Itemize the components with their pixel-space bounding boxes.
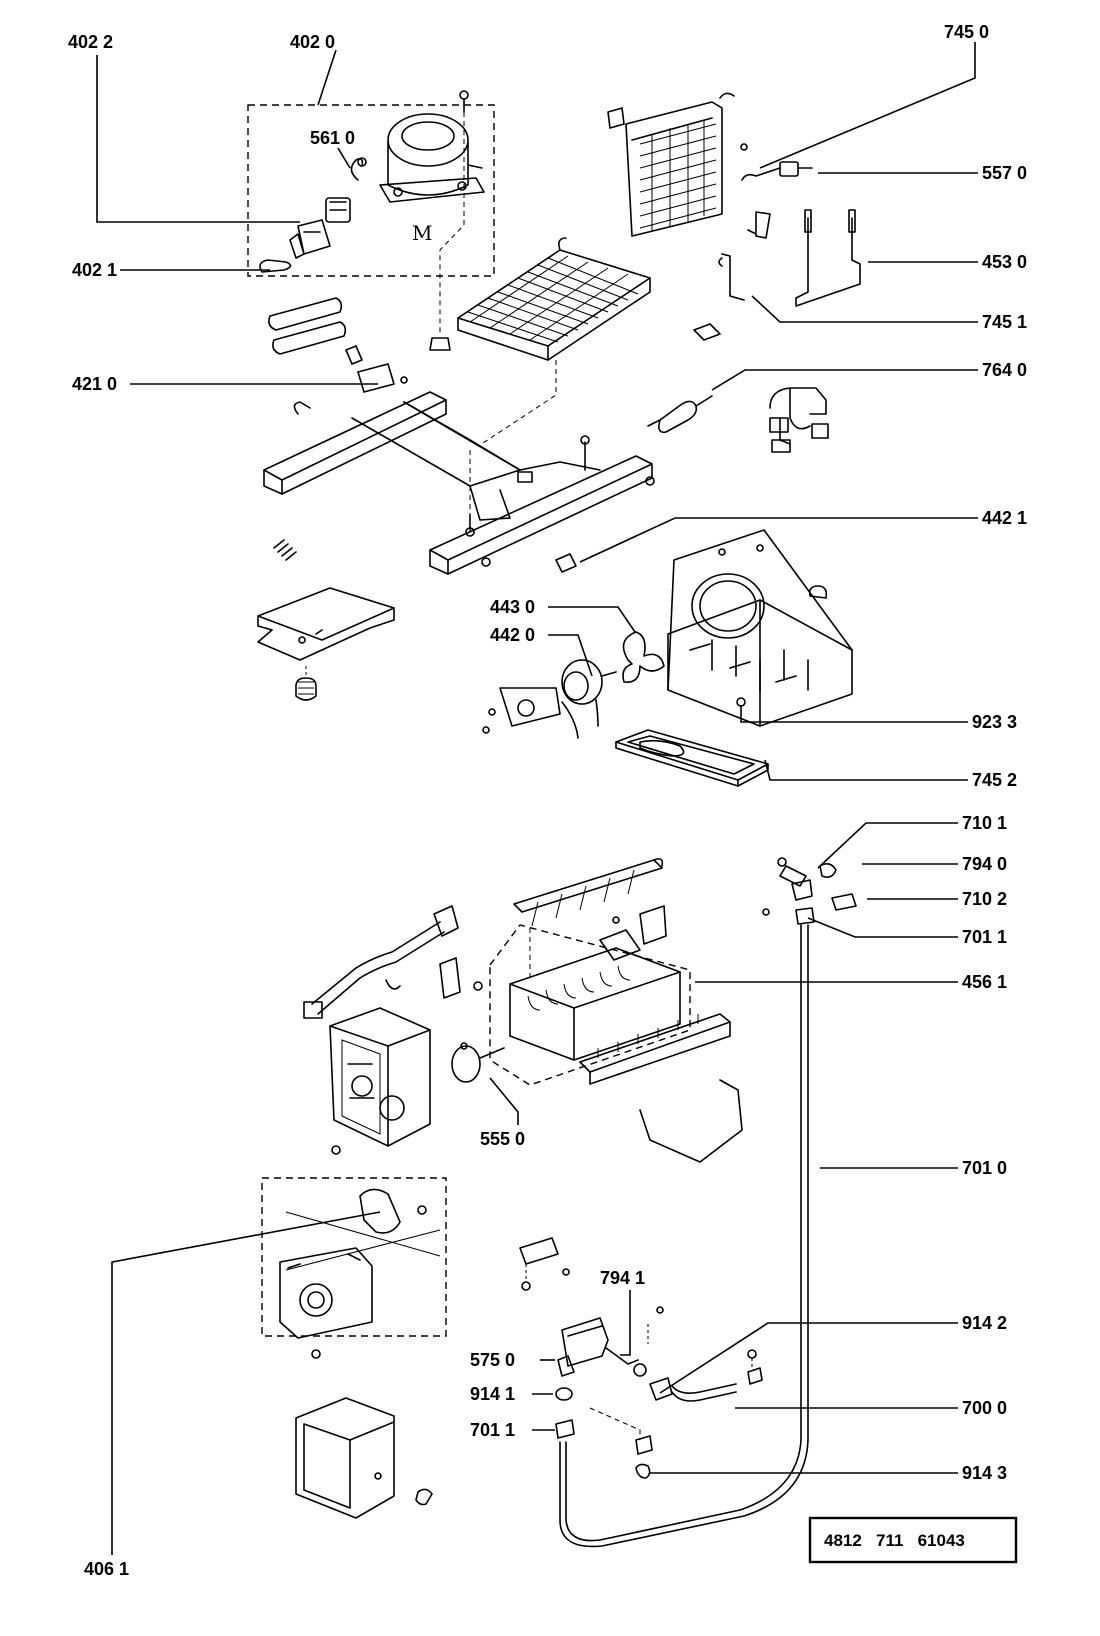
callout-701-1-lower: 701 1: [470, 1420, 515, 1440]
start-relay: [289, 219, 331, 259]
thermostat-557: [741, 161, 813, 181]
switch-bracket: [519, 1237, 570, 1291]
wiring-harness: [769, 387, 829, 453]
fan-blade-443: [622, 631, 665, 683]
callout-794-1: 794 1: [600, 1268, 645, 1288]
condenser-dashed-guide: [479, 360, 557, 446]
callout-402-2: 402 2: [68, 32, 113, 52]
callout-575-0: 575 0: [470, 1350, 515, 1370]
base-frame: [263, 391, 653, 575]
reference-number: 4812 711 61043: [824, 1531, 965, 1550]
callout-794-0: 794 0: [962, 854, 1007, 874]
callout-442-1: 442 1: [982, 508, 1027, 528]
callout-914-2: 914 2: [962, 1313, 1007, 1333]
callout-406-1: 406 1: [84, 1559, 129, 1579]
callout-456-1: 456 1: [962, 972, 1007, 992]
callout-labels: 402 2 402 0 561 0 402 1 421 0 745 0 557 …: [68, 22, 1027, 1579]
icemaker-group-box: [489, 924, 691, 1086]
callout-402-0: 402 0: [290, 32, 335, 52]
callout-701-0: 701 0: [962, 1158, 1007, 1178]
spring: [273, 539, 297, 561]
shutoff-arm: [639, 1079, 743, 1163]
drain-pan-745-2: [615, 729, 769, 787]
reference-number-box: 4812 711 61043: [808, 1516, 1018, 1564]
motor-555: [451, 1042, 505, 1083]
wire-harness-icemaker: [303, 905, 459, 1019]
compressor: [379, 113, 485, 203]
bracket-745: [747, 211, 771, 239]
ice-mold-456: [509, 905, 681, 1061]
overload-relay: [325, 197, 351, 223]
callout-701-1-upper: 701 1: [962, 927, 1007, 947]
relay-clip: [259, 259, 292, 273]
water-valve-575: [557, 1306, 664, 1377]
callout-443-0: 443 0: [490, 597, 535, 617]
fan-housing-screw: [736, 697, 746, 707]
drain-hose-442: [555, 553, 577, 573]
clip-745-1: [718, 253, 745, 301]
callout-700-0: 700 0: [962, 1398, 1007, 1418]
callout-561-0: 561 0: [310, 128, 355, 148]
rubber-sleeves: [268, 297, 347, 355]
compressor-group-box: [247, 104, 495, 277]
motor-group-box: [261, 1177, 447, 1337]
callout-745-0: 745 0: [944, 22, 989, 42]
leader-lines: [96, 42, 978, 1555]
handwritten-mark: M: [412, 221, 432, 245]
callout-745-1: 745 1: [982, 312, 1027, 332]
callout-745-2: 745 2: [972, 770, 1017, 790]
filter-drier-764: [647, 395, 713, 434]
frame-screws: [465, 435, 655, 567]
callout-442-0: 442 0: [490, 625, 535, 645]
callout-402-1: 402 1: [72, 260, 117, 280]
callout-710-2: 710 2: [962, 889, 1007, 909]
fill-tube-700: [649, 1349, 763, 1402]
ice-ejector-rack: [513, 858, 664, 927]
callout-923-3: 923 3: [972, 712, 1017, 732]
mounting-bolt: [429, 90, 469, 351]
mounting-bracket: [439, 957, 483, 999]
capacitor-421: [345, 345, 408, 393]
callout-453-0: 453 0: [982, 252, 1027, 272]
evaporator: [607, 92, 748, 237]
callout-710-1: 710 1: [962, 813, 1007, 833]
callout-555-0: 555 0: [480, 1129, 525, 1149]
ice-stripper: [579, 1013, 731, 1085]
fan-housing: [667, 529, 853, 727]
valve-dashed-guide: [589, 1407, 641, 1440]
fan-motor-442: [482, 659, 617, 739]
callout-421-0: 421 0: [72, 374, 117, 394]
nut-701-1-lower: [555, 1419, 575, 1439]
water-tube-701: [559, 924, 809, 1548]
callout-557-0: 557 0: [982, 163, 1027, 183]
icemaker-cover: [295, 1397, 433, 1519]
callout-914-3: 914 3: [962, 1463, 1007, 1483]
defrost-heaters-453: [795, 209, 861, 307]
tube-fittings-top: [762, 857, 857, 925]
callout-914-1: 914 1: [470, 1384, 515, 1404]
bracket-small: [693, 323, 721, 341]
icemaker-housing: [329, 1007, 431, 1155]
cover-plate: [257, 587, 395, 701]
condenser-coil: [457, 237, 651, 361]
plug-914-3: [635, 1435, 653, 1479]
wire-harness-561: [350, 157, 367, 181]
washer-914-1: [555, 1387, 573, 1401]
callout-764-0: 764 0: [982, 360, 1027, 380]
icemaker-motor-406: [279, 1188, 441, 1359]
